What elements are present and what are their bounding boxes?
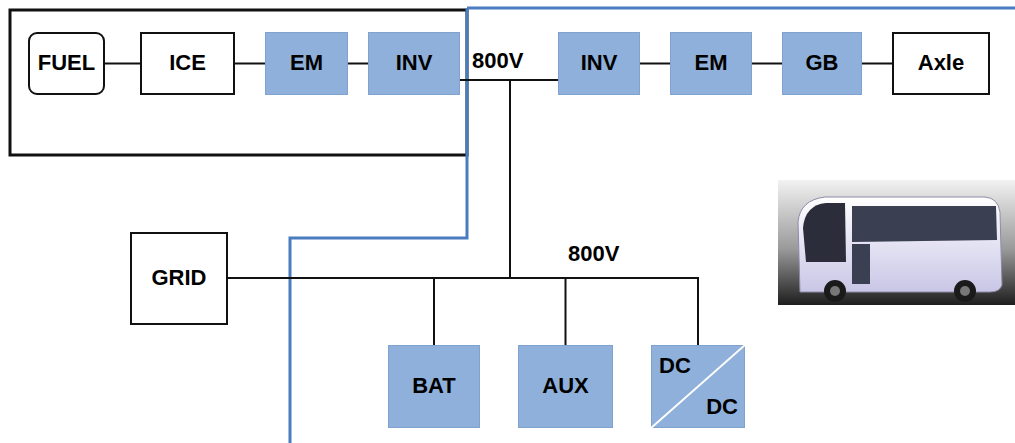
component-name: EM bbox=[290, 51, 323, 75]
component-name: DC bbox=[659, 354, 691, 378]
system-boundary bbox=[10, 10, 467, 155]
power-line bbox=[105, 63, 140, 65]
component-name: AUX bbox=[542, 374, 588, 398]
component-name: Axle bbox=[918, 51, 964, 75]
component-name: EM bbox=[695, 51, 728, 75]
power-line bbox=[862, 63, 892, 65]
power-line bbox=[235, 63, 265, 65]
power-line bbox=[752, 63, 782, 65]
power-line bbox=[640, 63, 670, 65]
bus-picture bbox=[778, 180, 1015, 305]
component-name: INV bbox=[396, 51, 433, 75]
voltage-label: 800V bbox=[568, 242, 619, 266]
component-box: FUEL bbox=[28, 32, 105, 95]
component-name: GRID bbox=[152, 266, 207, 290]
component-box: Axle bbox=[892, 32, 990, 95]
voltage-label: 800V bbox=[472, 49, 523, 73]
component-name: DC bbox=[706, 395, 738, 419]
power-line bbox=[228, 278, 566, 345]
component-box: EM bbox=[670, 32, 752, 95]
component-box: ICE bbox=[140, 32, 235, 95]
component-box: GB bbox=[782, 32, 862, 95]
power-line bbox=[228, 278, 434, 345]
component-box: BAT bbox=[388, 345, 480, 428]
component-name: GB bbox=[806, 51, 839, 75]
component-name: ICE bbox=[169, 51, 206, 75]
power-line bbox=[228, 80, 510, 278]
component-name: FUEL bbox=[38, 51, 95, 75]
boundary-line bbox=[290, 8, 1015, 443]
component-box: GRID bbox=[130, 232, 228, 325]
power-line bbox=[228, 278, 698, 345]
component-box: INV bbox=[368, 32, 460, 95]
component-name: BAT bbox=[412, 374, 456, 398]
component-box: INV bbox=[558, 32, 640, 95]
component-box: EM bbox=[265, 32, 348, 95]
power-line bbox=[348, 63, 368, 65]
converter-box: DC DC bbox=[651, 345, 745, 428]
component-box: AUX bbox=[518, 345, 613, 428]
component-name: INV bbox=[581, 51, 618, 75]
